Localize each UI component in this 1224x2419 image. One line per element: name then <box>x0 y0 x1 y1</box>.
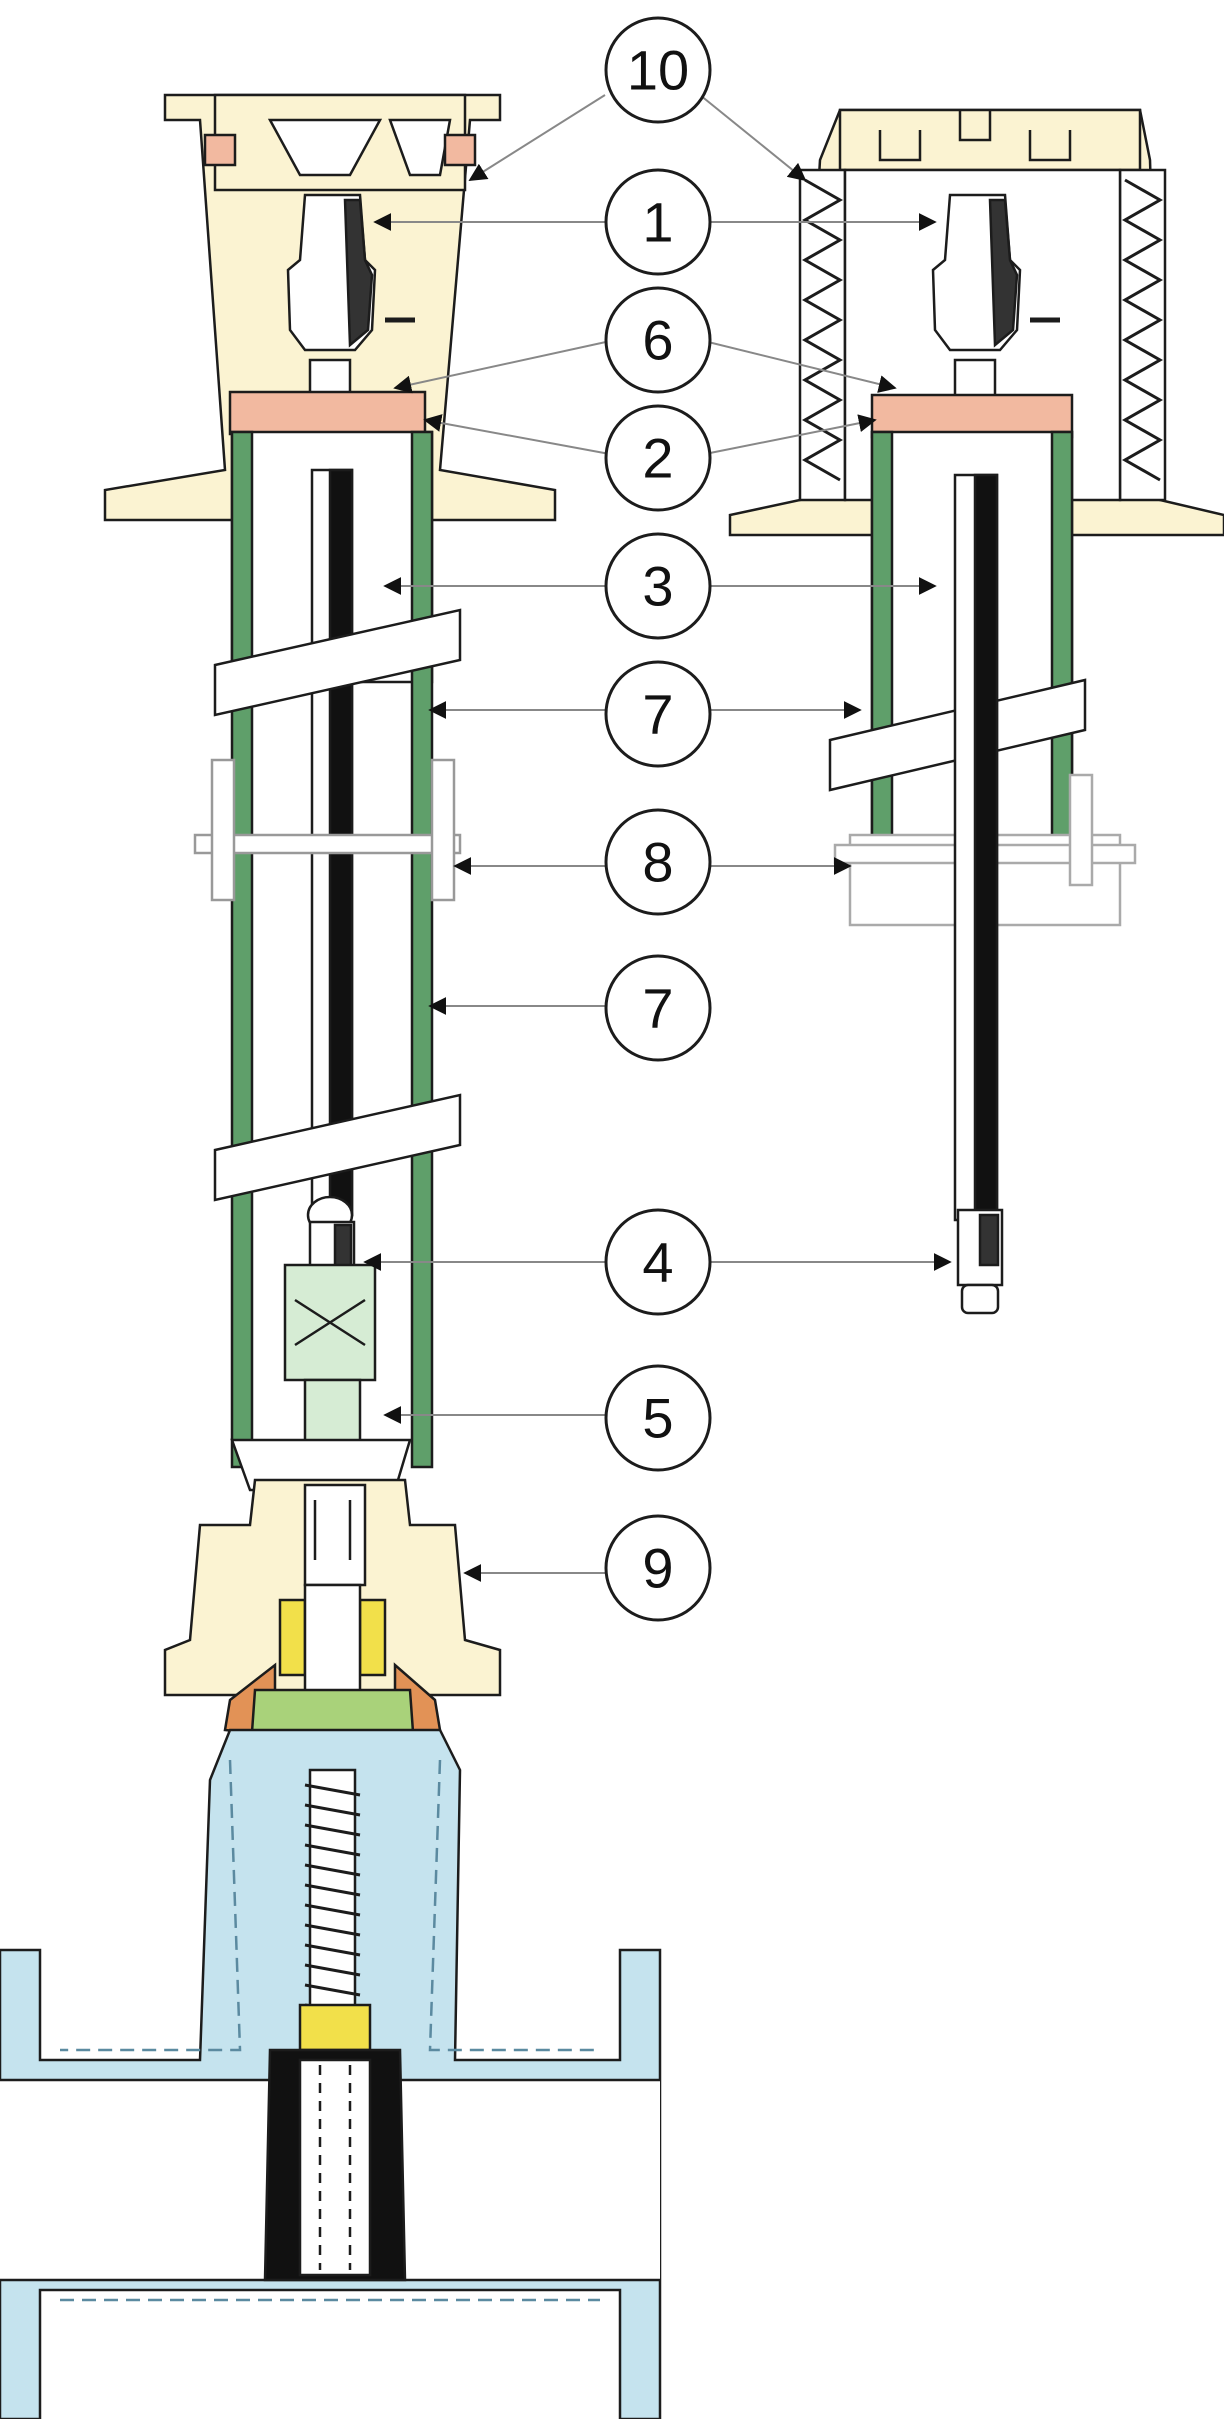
socket-stem-left <box>303 1378 362 1452</box>
leader-lines <box>363 94 952 1582</box>
leader-2-left <box>423 414 616 456</box>
callout-8: 8 <box>604 808 712 916</box>
spindle-threads-left <box>304 1783 361 2017</box>
break-cut-lower-left <box>213 1093 462 1202</box>
callout-label: 7 <box>642 683 673 746</box>
coil-zigzag-right <box>1121 178 1164 482</box>
lower-coupling-tip-right <box>960 1283 1000 1315</box>
pipe-clamp-left-ear-b <box>430 758 456 902</box>
callout-label: 7 <box>642 977 673 1040</box>
callout-10: 10 <box>604 16 712 124</box>
callout-label: 4 <box>642 1231 673 1294</box>
callout-circle <box>604 660 712 768</box>
pipe-clamp-left <box>193 833 462 855</box>
leader-6-left <box>393 339 616 394</box>
callout-4: 4 <box>604 1208 712 1316</box>
adapter-bolt-left <box>313 1500 352 1560</box>
stem-seal-yellow-left-b <box>358 1598 387 1677</box>
callout-1: 1 <box>604 168 712 276</box>
lid-notch-right <box>388 118 452 177</box>
leader-2-right <box>699 414 877 456</box>
callout-label: 3 <box>642 555 673 618</box>
tube-wall-left-a <box>230 430 254 1469</box>
lid-slots-right <box>878 110 1072 162</box>
leader-10-right <box>699 94 807 182</box>
callout-7b: 7 <box>604 954 712 1062</box>
coil-spring-left <box>798 168 847 502</box>
callout-9: 9 <box>604 1514 712 1622</box>
wedge-nut-yellow-left <box>298 2003 372 2052</box>
callout-circle <box>604 1514 712 1622</box>
callout-label: 1 <box>642 191 673 254</box>
callout-3: 3 <box>604 532 712 640</box>
gate-wedge-dash-left <box>318 2065 352 2270</box>
callout-label: 5 <box>642 1387 673 1450</box>
stem-seal-yellow-left-a <box>278 1598 307 1677</box>
coil-spring-right <box>1118 168 1167 502</box>
centering-plate-right <box>870 393 1074 439</box>
break-cut-upper-left <box>213 608 462 717</box>
tube-wall-left-b <box>410 430 434 1469</box>
callout-circle <box>604 532 712 640</box>
callout-circle <box>604 808 712 916</box>
callout-label: 6 <box>642 309 673 372</box>
pipe-clamp-left-ear-a <box>210 758 236 902</box>
callout-circle <box>604 404 712 512</box>
extension-rod-core-right <box>973 473 999 1222</box>
lower-coupling-shade-left <box>333 1223 353 1272</box>
pipe-clamp-right-ear <box>1068 773 1094 887</box>
lid-seal-left <box>203 133 237 167</box>
leader-6-right <box>699 339 897 393</box>
callout-label: 10 <box>627 39 689 102</box>
gate-wedge-inner-left <box>298 2058 372 2277</box>
top-cap-shade-right <box>988 198 1019 348</box>
callout-label: 8 <box>642 831 673 894</box>
leader-10-left <box>468 94 606 181</box>
socket-cross-left <box>294 1298 366 1347</box>
callout-6: 6 <box>604 286 712 394</box>
top-cap-shade-left <box>343 198 374 348</box>
callout-circle <box>604 1364 712 1472</box>
callouts: 10 1 6 2 3 7 8 7 <box>604 16 712 1622</box>
callout-circle <box>604 1208 712 1316</box>
threaded-spindle-left <box>308 1768 357 2027</box>
callout-label: 2 <box>642 427 673 490</box>
left-assembly <box>0 93 662 2419</box>
callout-circle <box>604 954 712 1062</box>
lid-seal-right <box>443 133 477 167</box>
valve-inner-dash <box>60 1759 600 2302</box>
lower-coupling-shade-right <box>978 1213 1000 1267</box>
lid-notch-left <box>267 118 383 177</box>
callout-2: 2 <box>604 404 712 512</box>
tube-wall-right-a <box>870 430 894 849</box>
callout-circle <box>604 16 712 124</box>
right-assembly <box>728 108 1224 1315</box>
callout-circle <box>604 286 712 394</box>
callout-7a: 7 <box>604 660 712 768</box>
callout-circle <box>604 168 712 276</box>
callout-label: 9 <box>642 1537 673 1600</box>
callout-5: 5 <box>604 1364 712 1472</box>
centering-plate-left <box>228 390 427 436</box>
